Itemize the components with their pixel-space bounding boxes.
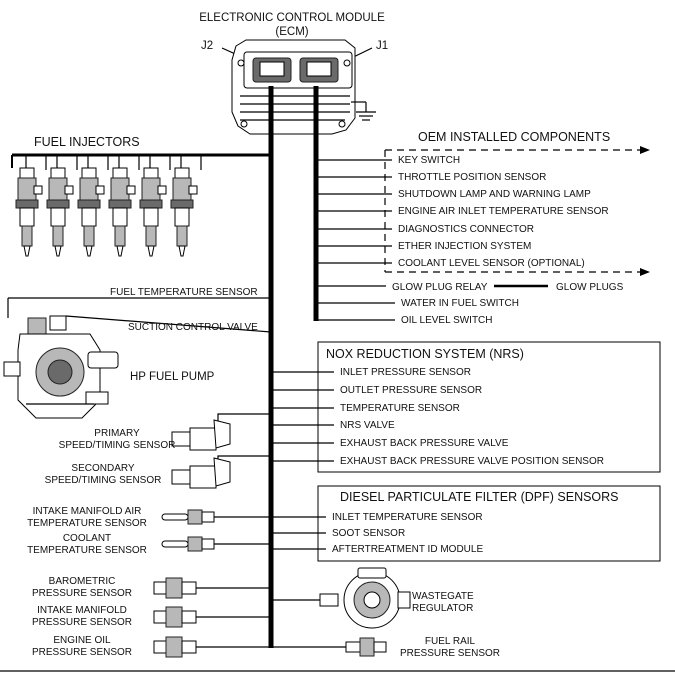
intake-manifold-pressure-sensor-icon <box>153 606 197 628</box>
fuel-rail-label-2: PRESSURE SENSOR <box>400 648 500 659</box>
water-in-fuel-label: WATER IN FUEL SWITCH <box>401 298 519 309</box>
imat-label-1: INTAKE MANIFOLD AIR <box>33 506 142 517</box>
oem-item: ETHER INJECTION SYSTEM <box>398 241 531 252</box>
fuel-injector-icon <box>46 155 78 257</box>
nrs-item: TEMPERATURE SENSOR <box>340 403 460 414</box>
fuel-temp-sensor-label: FUEL TEMPERATURE SENSOR <box>110 287 258 298</box>
nrs-item: INLET PRESSURE SENSOR <box>340 367 471 378</box>
primary-speed-timing-sensor-icon <box>171 419 231 451</box>
oem-item: THROTTLE POSITION SENSOR <box>398 172 546 183</box>
fuel-injector-icon <box>139 155 171 257</box>
baro-label-2: PRESSURE SENSOR <box>32 588 132 599</box>
oem-title: OEM INSTALLED COMPONENTS <box>418 130 610 144</box>
secondary-speed-timing-sensor-icon <box>171 457 231 489</box>
engine-oil-pressure-sensor-icon <box>153 636 197 658</box>
ecm-title: ELECTRONIC CONTROL MODULE <box>199 12 385 24</box>
suction-control-valve-label: SUCTION CONTROL VALVE <box>128 322 258 333</box>
ecm-module <box>231 39 356 135</box>
ground-icon <box>351 101 376 121</box>
glow-plug-relay-label: GLOW PLUG RELAY <box>392 282 488 293</box>
oil-pressure-label-1: ENGINE OIL <box>53 635 111 646</box>
dpf-item: INLET TEMPERATURE SENSOR <box>332 512 483 523</box>
hp-fuel-pump-label: HP FUEL PUMP <box>130 371 215 383</box>
coolant-temp-sensor-icon <box>161 536 215 552</box>
nrs-item: OUTLET PRESSURE SENSOR <box>340 385 482 396</box>
connector-j2-label: J2 <box>201 40 213 52</box>
glow-plugs-label: GLOW PLUGS <box>556 282 624 293</box>
dpf-box <box>317 485 661 562</box>
imp-label-2: PRESSURE SENSOR <box>32 617 132 628</box>
coolant-label-1: COOLANT <box>63 533 111 544</box>
wastegate-label-1: WASTEGATE <box>412 591 474 602</box>
coolant-label-2: TEMPERATURE SENSOR <box>27 545 147 556</box>
wastegate-label-2: REGULATOR <box>412 603 473 614</box>
fuel-rail-label-1: FUEL RAIL <box>425 636 476 647</box>
hp-fuel-pump-icon <box>3 315 119 419</box>
nrs-item: EXHAUST BACK PRESSURE VALVE POSITION SEN… <box>340 456 604 467</box>
barometric-pressure-sensor-icon <box>153 577 197 599</box>
primary-sensor-label-1: PRIMARY <box>94 428 140 439</box>
nrs-box <box>317 341 661 473</box>
ecm-abbrev: (ECM) <box>275 26 308 38</box>
primary-sensor-label-2: SPEED/TIMING SENSOR <box>59 440 176 451</box>
dpf-title: DIESEL PARTICULATE FILTER (DPF) SENSORS <box>340 490 619 504</box>
imp-label-1: INTAKE MANIFOLD <box>37 605 127 616</box>
nrs-item: EXHAUST BACK PRESSURE VALVE <box>340 438 509 449</box>
oem-item: ENGINE AIR INLET TEMPERATURE SENSOR <box>398 206 609 217</box>
dpf-item: AFTERTREATMENT ID MODULE <box>332 544 483 555</box>
fuel-injectors-title: FUEL INJECTORS <box>34 135 140 149</box>
baro-label-1: BAROMETRIC <box>49 576 116 587</box>
fuel-injector-icon <box>77 155 109 257</box>
oem-item: DIAGNOSTICS CONNECTOR <box>398 224 534 235</box>
fuel-injector-icon <box>170 155 202 257</box>
secondary-sensor-label-2: SPEED/TIMING SENSOR <box>45 475 162 486</box>
dpf-item: SOOT SENSOR <box>332 528 405 539</box>
nrs-title: NOX REDUCTION SYSTEM (NRS) <box>326 347 524 361</box>
oem-item: COOLANT LEVEL SENSOR (OPTIONAL) <box>398 258 585 269</box>
wastegate-regulator-icon <box>319 567 411 629</box>
nrs-item: NRS VALVE <box>340 420 395 431</box>
oem-item: KEY SWITCH <box>398 155 460 166</box>
fuel-injector-icon <box>108 155 140 257</box>
connector-j1-label: J1 <box>376 40 388 52</box>
secondary-sensor-label-1: SECONDARY <box>71 463 134 474</box>
fuel-rail-pressure-sensor-icon <box>345 637 387 657</box>
oem-item: SHUTDOWN LAMP AND WARNING LAMP <box>398 189 591 200</box>
fuel-injector-group <box>15 155 202 257</box>
imat-label-2: TEMPERATURE SENSOR <box>27 518 147 529</box>
oil-pressure-label-2: PRESSURE SENSOR <box>32 647 132 658</box>
fuel-injector-icon <box>15 155 47 257</box>
intake-manifold-air-temp-sensor-icon <box>161 509 215 525</box>
oil-level-label: OIL LEVEL SWITCH <box>401 315 493 326</box>
